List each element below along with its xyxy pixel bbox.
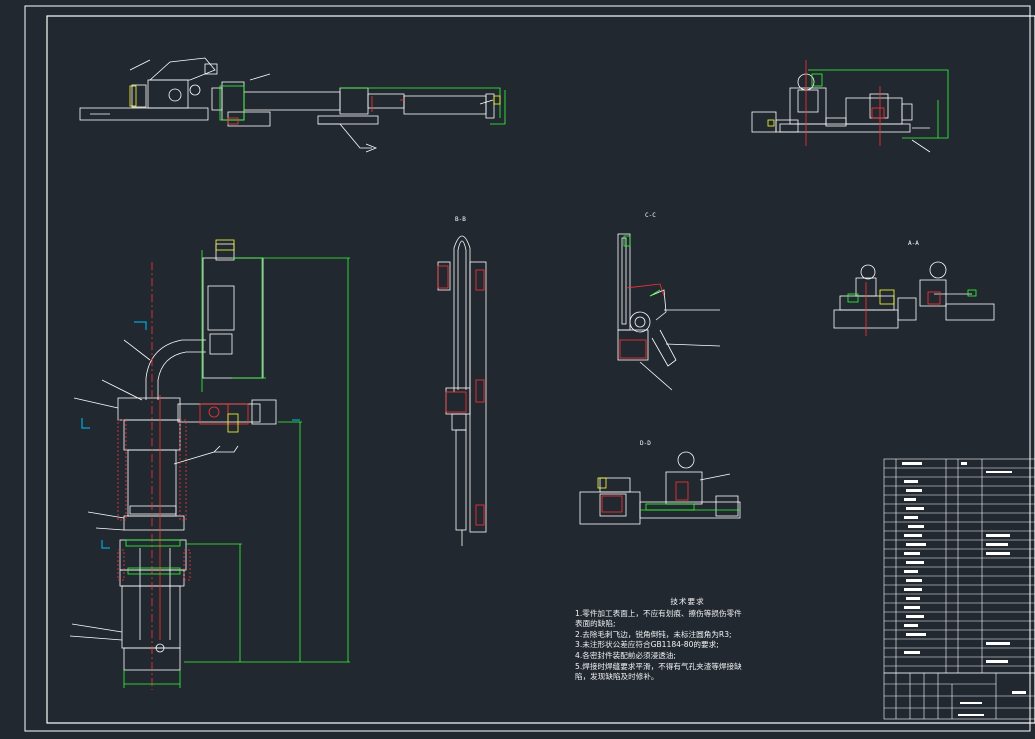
main-front-dimensions — [123, 250, 350, 688]
view-label-a: A-A — [908, 240, 919, 247]
technical-requirement-line: 表面的缺陷; — [575, 619, 616, 629]
technical-requirement-line: 5.焊接时焊缝要求平滑，不得有气孔夹渣等焊接缺 — [575, 661, 742, 671]
technical-requirement-line: 2.去除毛刺飞边，锐角倒钝，未标注圆角为R3; — [575, 629, 732, 639]
technical-requirements: 技术要求 1.零件加工表面上，不应有划痕、擦伤等损伤零件 表面的缺陷; 2.去除… — [575, 597, 800, 683]
technical-requirement-line: 1.零件加工表面上，不应有划痕、擦伤等损伤零件 — [575, 608, 742, 618]
technical-requirement-line: 3.未注形状公差应符合GB1184-80的要求; — [575, 640, 719, 650]
technical-requirement-line: 陷，发现缺陷及时修补。 — [575, 672, 659, 682]
top-right-accents — [767, 60, 949, 146]
view-d-accents — [597, 477, 740, 513]
view-a-accents — [847, 282, 977, 336]
main-front-section-marks — [81, 321, 300, 549]
main-front-view — [69, 243, 277, 671]
parts-list-text-marks — [902, 462, 1026, 716]
view-b — [437, 235, 487, 546]
view-c-hatch — [619, 283, 665, 359]
view-label-d: D-D — [640, 440, 651, 447]
view-label-c: C-C — [645, 212, 656, 219]
main-front-accents — [125, 239, 239, 575]
top-right-view — [751, 73, 931, 153]
view-label-b: B-B — [455, 216, 466, 223]
top-elevation-accents — [129, 85, 506, 125]
technical-requirements-heading: 技术要求 — [670, 597, 705, 606]
parts-list-grid — [883, 458, 1035, 720]
inner-border — [46, 15, 1035, 724]
view-c — [617, 233, 721, 391]
view-d — [579, 451, 741, 525]
technical-requirement-line: 4.各密封件装配前必须浸透油; — [575, 650, 676, 660]
top-elevation-view — [79, 57, 495, 153]
view-b-hatch — [437, 265, 485, 526]
view-c-accents — [623, 235, 661, 297]
outer-border — [24, 5, 1031, 732]
